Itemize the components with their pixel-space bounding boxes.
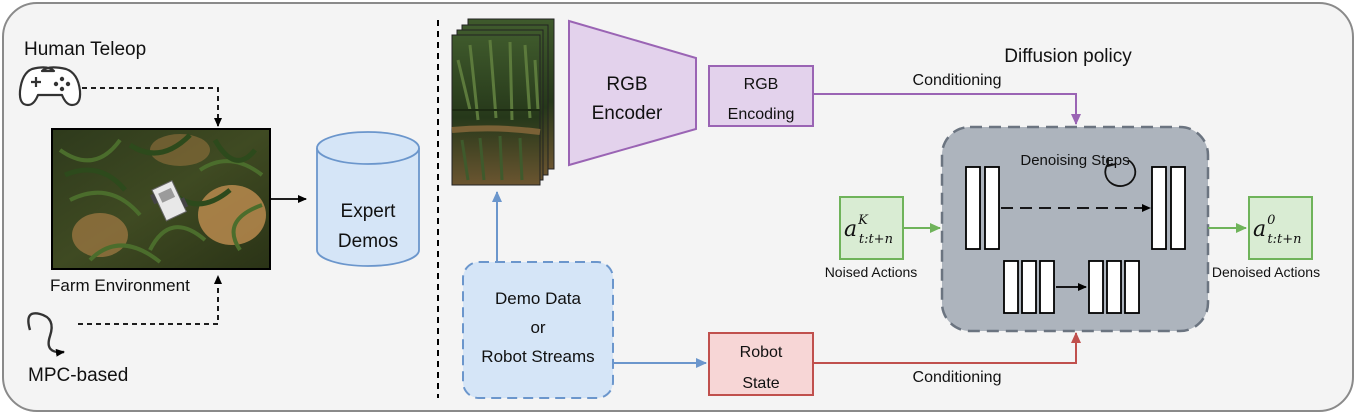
noised-actions-label: Noised Actions xyxy=(825,264,918,280)
conditioning-bottom-label: Conditioning xyxy=(913,369,1002,386)
bottleneck-bar xyxy=(1124,260,1140,314)
robot-state-label-1: Robot xyxy=(740,344,783,361)
data-source-label-3: Robot Streams xyxy=(481,347,594,366)
denoised-actions-subscript: t:t+n xyxy=(1267,232,1301,247)
conditioning-top-label: Conditioning xyxy=(913,72,1002,89)
mpc-arrow xyxy=(78,275,222,325)
noised-actions-symbol-a: a xyxy=(844,217,857,242)
expert-demos-label-2: Demos xyxy=(338,231,398,252)
rgb-encoding-box xyxy=(708,65,814,127)
denoised-actions-label: Denoised Actions xyxy=(1212,264,1320,280)
encoder-bar xyxy=(984,166,1000,250)
data-source-label-1: Demo Data xyxy=(495,289,582,308)
rgb-encoding-label-2: Encoding xyxy=(728,106,795,123)
rgb-image-stack xyxy=(451,18,555,186)
expert-demos-label-1: Expert xyxy=(341,201,397,222)
decoder-bar xyxy=(1151,166,1167,250)
robot-figure xyxy=(150,180,189,222)
rgb-conditioning-arrow xyxy=(813,93,1081,125)
denoised-actions-symbol: a0 t:t+n xyxy=(1253,213,1302,247)
mpc-based-label: MPC-based xyxy=(28,365,128,386)
mpc-trajectory-icon xyxy=(27,312,65,357)
teleop-arrow xyxy=(82,87,222,127)
bottleneck-bar xyxy=(1003,260,1019,314)
rgb-encoder xyxy=(568,19,697,167)
bottleneck-bar xyxy=(1039,260,1055,314)
state-conditioning-arrow xyxy=(813,332,1081,364)
encoder-bar xyxy=(965,166,981,250)
rgb-encoder-label-1: RGB xyxy=(606,74,647,95)
rgb-encoder-label-2: Encoder xyxy=(592,103,663,124)
noised-actions-superscript: K xyxy=(857,213,869,228)
denoised-actions-box xyxy=(1248,196,1313,260)
denoising-steps-label: Denoising Steps xyxy=(1020,152,1129,169)
gamepad-icon xyxy=(18,66,82,107)
decoder-bar xyxy=(1170,166,1186,250)
human-teleop-label: Human Teleop xyxy=(24,39,146,60)
robot-state-label-2: State xyxy=(742,375,779,392)
bottleneck-bar xyxy=(1106,260,1122,314)
rgb-encoding-label-1: RGB xyxy=(744,76,779,93)
loop-icon xyxy=(1104,158,1137,187)
denoised-actions-superscript: 0 xyxy=(1267,213,1275,228)
bottleneck-bar xyxy=(1021,260,1037,314)
data-source-box xyxy=(462,261,614,399)
bottleneck-bar xyxy=(1088,260,1104,314)
noised-actions-subscript: t:t+n xyxy=(859,232,893,247)
noised-actions-box xyxy=(839,196,904,260)
farm-environment-image xyxy=(51,128,271,270)
denoised-actions-symbol-a: a xyxy=(1253,217,1266,242)
farm-environment-label: Farm Environment xyxy=(50,276,190,295)
diffusion-policy-title: Diffusion policy xyxy=(1004,46,1132,67)
expert-demos-database xyxy=(316,131,420,267)
data-source-label-2: or xyxy=(530,318,545,337)
